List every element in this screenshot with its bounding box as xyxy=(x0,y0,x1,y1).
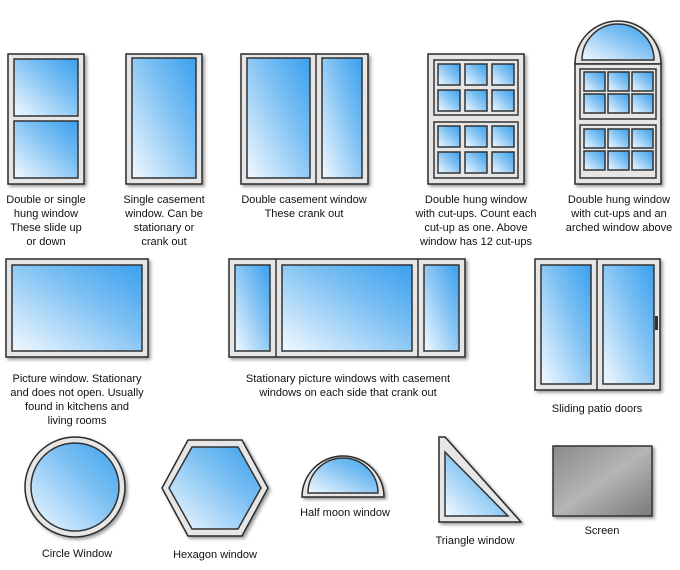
triangle-window xyxy=(438,436,523,523)
caption-line: or down xyxy=(26,236,65,248)
stationary-casement-window xyxy=(228,258,466,358)
caption-line: These slide up xyxy=(10,222,82,234)
caption-line: stationary or xyxy=(134,222,195,234)
caption-line: Sliding patio doors xyxy=(552,403,643,415)
caption-line: found in kitchens and xyxy=(25,401,129,413)
caption-line: Stationary picture windows with casement xyxy=(246,373,450,385)
cut-up-pane xyxy=(631,150,654,171)
caption-line: crank out xyxy=(141,236,186,248)
cut-up-pane xyxy=(607,71,630,92)
cut-up-pane xyxy=(583,93,606,114)
single-casement-window xyxy=(125,53,203,185)
cut-up-pane xyxy=(437,63,461,86)
cut-up-pane xyxy=(631,128,654,149)
caption-line: with cut-ups. Count each xyxy=(414,208,536,220)
caption-line: hung window xyxy=(14,208,78,220)
caption-line: Hexagon window xyxy=(173,549,257,561)
caption-line: Triangle window xyxy=(435,535,514,547)
caption-line: living rooms xyxy=(48,415,107,427)
cut-up-pane xyxy=(491,151,515,174)
sliding-patio-caption: Sliding patio doors xyxy=(552,403,643,415)
caption-line: and does not open. Usually xyxy=(10,387,144,399)
caption-line: with cut-ups and an xyxy=(570,208,666,220)
sliding-patio-doors xyxy=(534,258,661,391)
picture-caption: Picture window. Stationary and does not o… xyxy=(10,373,144,427)
caption-line: Double hung window xyxy=(568,194,670,206)
caption-line: Circle Window xyxy=(42,548,112,560)
cut-up-pane xyxy=(607,93,630,114)
cut-up-pane xyxy=(583,71,606,92)
hexagon-window xyxy=(161,439,269,537)
half-moon-window xyxy=(301,455,385,498)
cut-up-pane xyxy=(607,128,630,149)
single-casement-caption: Single casement window. Can be stationary … xyxy=(123,194,204,248)
caption-line: Half moon window xyxy=(300,507,390,519)
caption-line: cut-up as one. Above xyxy=(424,222,527,234)
hexagon-caption: Hexagon window xyxy=(173,549,257,561)
caption-line: Double casement window xyxy=(241,194,366,206)
double-hung-window xyxy=(7,53,85,185)
cut-up-pane xyxy=(583,128,606,149)
double-hung-arched-window xyxy=(574,20,662,185)
door-handle-icon xyxy=(655,316,658,330)
circle-window xyxy=(24,436,126,538)
caption-line: Screen xyxy=(585,525,620,537)
picture-window xyxy=(5,258,149,358)
caption-line: These crank out xyxy=(265,208,344,220)
caption-line: windows on each side that crank out xyxy=(258,387,436,399)
cut-up-pane xyxy=(437,89,461,112)
cut-up-pane xyxy=(437,151,461,174)
cut-up-pane xyxy=(464,89,488,112)
caption-line: Double or single xyxy=(6,194,86,206)
circle-caption: Circle Window xyxy=(42,548,112,560)
double-hung-cutups-caption: Double hung window with cut-ups. Count ea… xyxy=(414,194,536,248)
double-hung-cutups-window xyxy=(427,53,525,185)
cut-up-pane xyxy=(491,63,515,86)
caption-line: Single casement xyxy=(123,194,204,206)
triangle-caption: Triangle window xyxy=(435,535,514,547)
double-casement-window xyxy=(240,53,369,185)
stationary-casement-caption: Stationary picture windows with casement… xyxy=(246,373,450,399)
double-hung-arched-caption: Double hung window with cut-ups and an arc… xyxy=(566,194,672,234)
cut-up-pane xyxy=(464,151,488,174)
caption-line: arched window above xyxy=(566,222,672,234)
cut-up-pane xyxy=(464,63,488,86)
screen xyxy=(552,445,653,517)
caption-line: window. Can be xyxy=(124,208,203,220)
caption-line: Picture window. Stationary xyxy=(12,373,142,385)
cut-up-pane xyxy=(491,89,515,112)
cut-up-pane xyxy=(583,150,606,171)
cut-up-pane xyxy=(464,125,488,148)
caption-line: Double hung window xyxy=(425,194,527,206)
cut-up-pane xyxy=(631,93,654,114)
cut-up-pane xyxy=(437,125,461,148)
cut-up-pane xyxy=(491,125,515,148)
half-moon-caption: Half moon window xyxy=(300,507,390,519)
cut-up-pane xyxy=(607,150,630,171)
cut-up-pane xyxy=(631,71,654,92)
caption-line: window has 12 cut-ups xyxy=(419,236,532,248)
screen-caption: Screen xyxy=(585,525,620,537)
